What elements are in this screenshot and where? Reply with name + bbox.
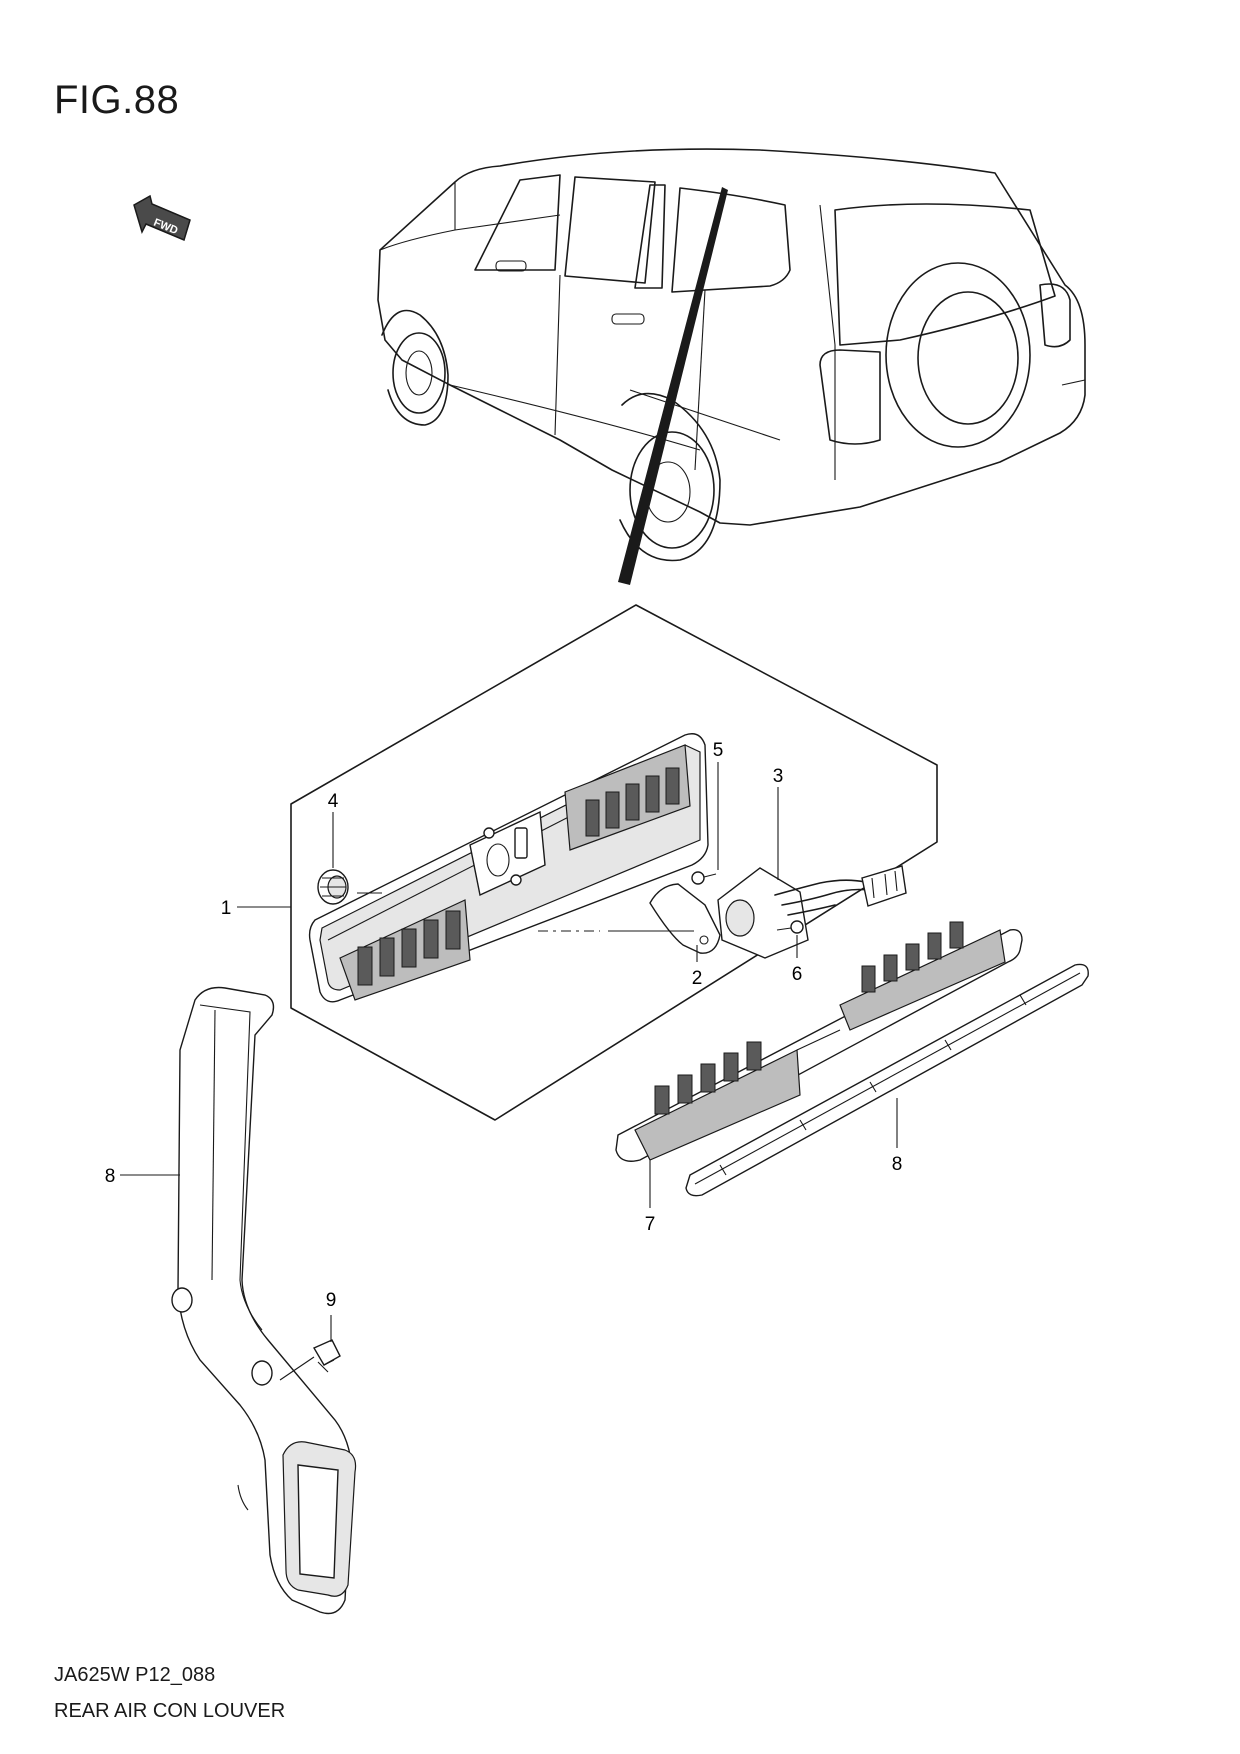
figure-title: FIG.88 xyxy=(54,78,180,122)
bracket-hole xyxy=(699,935,709,945)
vehicle-outline xyxy=(377,148,1086,562)
lower-vent-blades-left xyxy=(654,1041,762,1115)
leader-lines xyxy=(120,762,898,1381)
louver-assembly-part xyxy=(615,921,1023,1162)
screw-part-6 xyxy=(776,920,804,934)
fwd-arrow-icon: FWD xyxy=(133,194,191,242)
callout-2: 2 xyxy=(692,968,703,989)
callout-5: 5 xyxy=(713,740,724,761)
callout-3: 3 xyxy=(773,766,784,787)
figure-code: JA625W P12_088 xyxy=(54,1664,216,1686)
assembly-boundary xyxy=(290,604,938,1121)
location-indicator xyxy=(618,187,728,585)
callout-6: 6 xyxy=(792,964,803,985)
lower-vent-blades-right xyxy=(861,921,964,993)
callout-8-duct: 8 xyxy=(105,1166,116,1187)
callouts: 1 2 3 4 5 6 7 8 8 9 xyxy=(105,740,903,1311)
bracket-part xyxy=(649,883,721,954)
figure-name: REAR AIR CON LOUVER xyxy=(54,1700,286,1722)
callout-7: 7 xyxy=(645,1214,656,1235)
callout-4: 4 xyxy=(328,791,339,812)
duct-part xyxy=(171,986,357,1615)
screw-part-5 xyxy=(691,871,717,885)
knob-part xyxy=(317,869,349,905)
callout-9: 9 xyxy=(326,1290,337,1311)
vent-blades-left xyxy=(357,910,461,986)
louver-panel-part xyxy=(308,733,709,1003)
clip-part xyxy=(312,1339,341,1373)
callout-8-strip: 8 xyxy=(892,1154,903,1175)
trim-strip-part xyxy=(685,963,1089,1197)
vent-blades-right xyxy=(585,767,680,837)
callout-1: 1 xyxy=(221,898,232,919)
switch-part xyxy=(717,865,907,959)
